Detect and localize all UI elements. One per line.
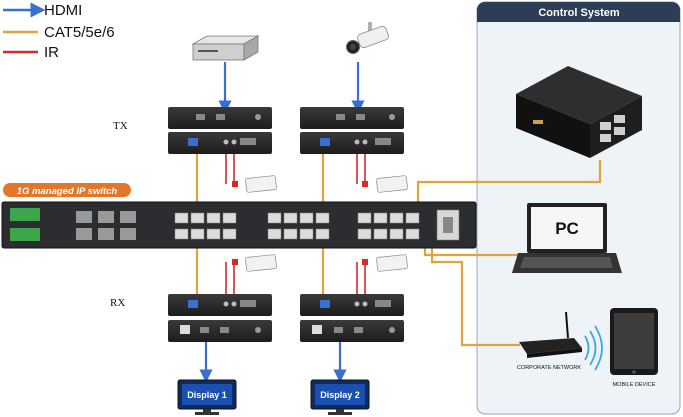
rx-label: RX bbox=[110, 297, 125, 309]
legend: HDMI CAT5/5e/6 IR bbox=[3, 2, 115, 61]
switch-label-badge: 1G managed IP switch bbox=[3, 183, 131, 197]
mobile-device: MOBILE DEVICE bbox=[610, 308, 658, 388]
tx-label: TX bbox=[113, 120, 128, 132]
transmitter-2 bbox=[300, 107, 404, 154]
ir-remote-rx2 bbox=[362, 254, 408, 272]
pc-laptop: PC bbox=[512, 203, 622, 273]
control-system-title-bar bbox=[477, 2, 680, 22]
media-player-source bbox=[191, 35, 260, 61]
router: CORPORATE NETWORK bbox=[517, 311, 603, 371]
legend-label-ir: IR bbox=[44, 44, 59, 61]
legend-item-hdmi: HDMI bbox=[3, 2, 82, 19]
ir-remote-rx1 bbox=[232, 254, 277, 272]
control-box bbox=[516, 66, 642, 158]
transmitter-1 bbox=[168, 107, 272, 154]
receiver-1 bbox=[168, 294, 272, 342]
display-1-label: Display 1 bbox=[187, 390, 227, 400]
control-system-title: Control System bbox=[538, 7, 620, 19]
ir-remote-tx2 bbox=[362, 175, 408, 193]
legend-item-cat: CAT5/5e/6 bbox=[3, 24, 115, 41]
display-2: Display 2 bbox=[310, 379, 370, 415]
switch-label: 1G managed IP switch bbox=[17, 186, 118, 197]
corporate-network-label: CORPORATE NETWORK bbox=[517, 365, 581, 371]
pc-label: PC bbox=[555, 219, 579, 238]
cat-cable-router bbox=[430, 245, 520, 347]
cat-cable-control-box bbox=[416, 160, 602, 205]
mobile-device-label: MOBILE DEVICE bbox=[613, 382, 656, 388]
network-switch bbox=[1, 201, 477, 249]
ir-remote-tx1 bbox=[232, 175, 277, 193]
legend-item-ir: IR bbox=[3, 44, 59, 61]
cat-cables bbox=[195, 150, 602, 347]
display-1: Display 1 bbox=[177, 379, 237, 415]
receiver-2 bbox=[300, 294, 404, 342]
camera-source bbox=[346, 22, 389, 54]
legend-label-hdmi: HDMI bbox=[44, 2, 82, 19]
legend-label-cat: CAT5/5e/6 bbox=[44, 24, 115, 41]
hdmi-arrows bbox=[199, 62, 365, 383]
display-2-label: Display 2 bbox=[320, 390, 360, 400]
